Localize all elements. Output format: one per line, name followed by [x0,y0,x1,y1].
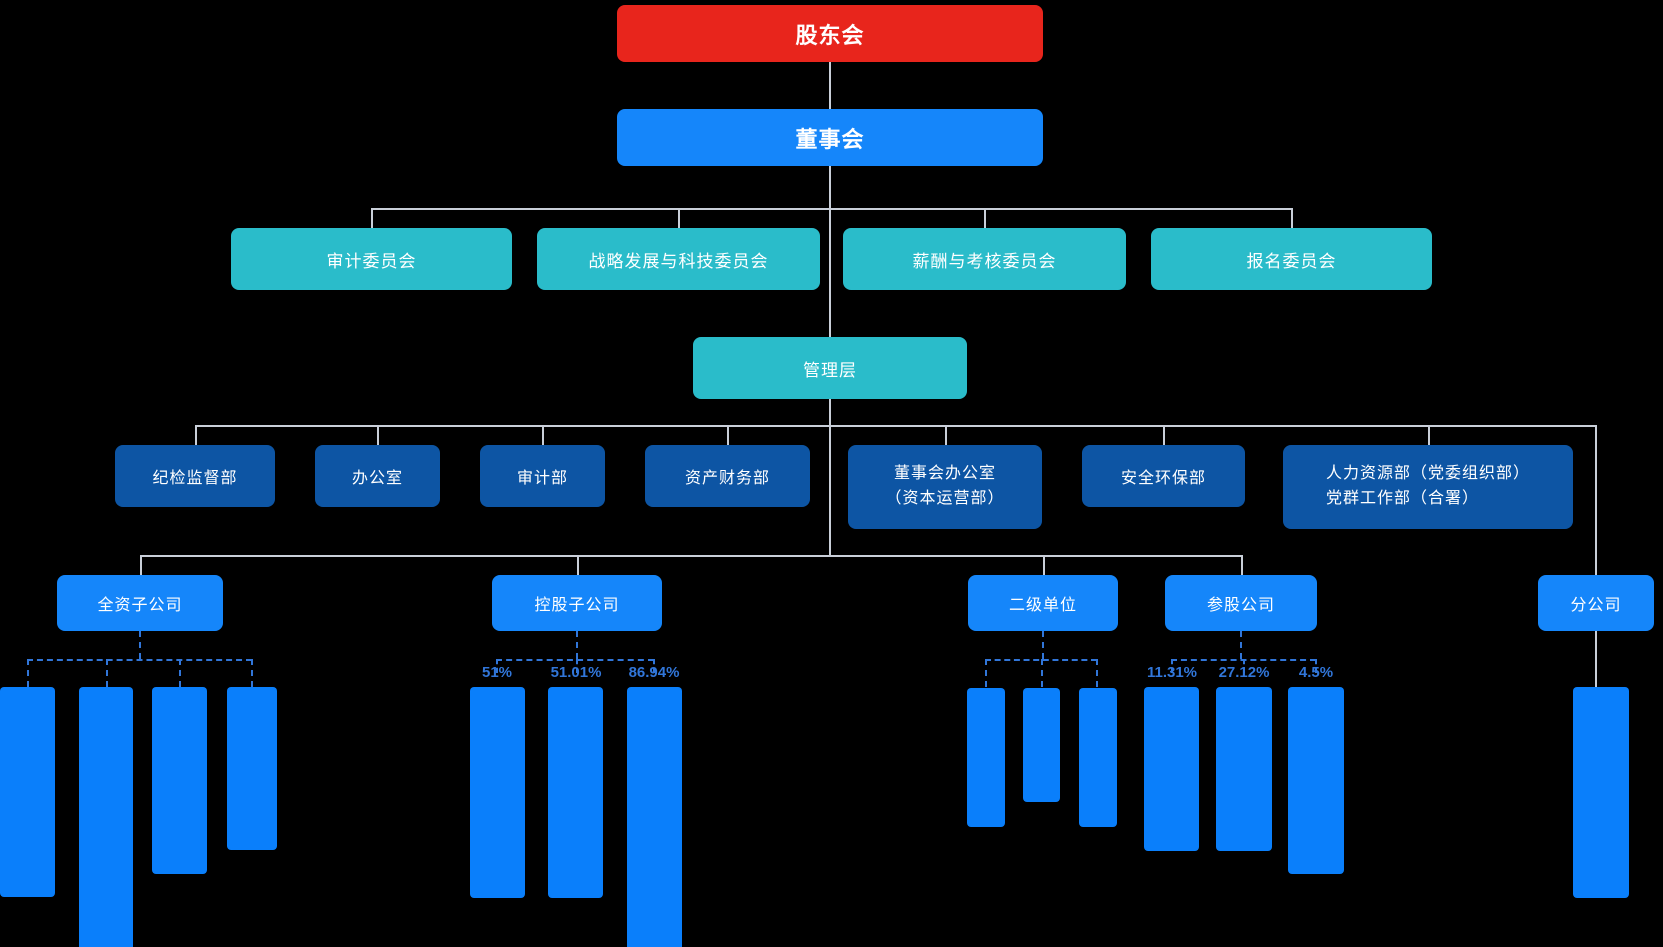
dashed-drop [179,659,181,687]
connector-shareholders-board [829,62,831,109]
ownership-label: 11.31% [1146,664,1198,681]
connector-management-subsidiaries [829,399,831,555]
connector-drop-wholly-owned [140,555,142,575]
node-committee-strategy: 战略发展与科技委员会 [537,228,820,290]
node-group-wholly-owned: 全资子公司 [57,575,223,631]
company-bar [1288,687,1344,874]
dashed-drop [1315,659,1317,673]
dashed-feeder-invested [1240,631,1242,659]
node-group-invested: 参股公司 [1165,575,1317,631]
company-bar [1079,688,1117,827]
connector-drop-committee-nomination [1291,208,1293,228]
node-dept-hr: 人力资源部（党委组织部） 党群工作部（合署） [1283,445,1573,529]
connector-drop-committee-compensation [984,208,986,228]
connector-drop-dept-hr [1428,425,1430,445]
dashed-drop [1096,659,1098,687]
dashed-drop [1171,659,1173,673]
company-bar [1573,687,1629,898]
dept-label-line2: 党群工作部（合署） [1325,490,1479,507]
connector-departments-rail [195,425,1595,427]
dashed-drop [1243,659,1245,673]
ownership-label: 51% [481,664,513,681]
dashed-feeder-second-level [1042,631,1044,659]
dept-label-line1: 人力资源部（党委组织部） [1325,465,1530,483]
connector-drop-dept-safety [1163,425,1165,445]
connector-drop-dept-audit [542,425,544,445]
connector-drop-invested [1241,555,1243,575]
dashed-feeder-wholly-owned [139,631,141,659]
connector-branch-bar [1595,631,1597,687]
dept-label-line2: （资本运营部） [885,490,1005,507]
node-shareholders: 股东会 [617,5,1043,62]
node-committee-nomination: 报名委员会 [1151,228,1432,290]
dashed-drop [1041,659,1043,687]
connector-drop-dept-office [377,425,379,445]
company-bar [1023,688,1060,802]
connector-branch-feeder [1595,425,1597,575]
node-dept-finance: 资产财务部 [645,445,810,507]
dept-label-line1: 董事会办公室 [893,465,996,483]
node-group-holding: 控股子公司 [492,575,662,631]
node-group-branch: 分公司 [1538,575,1654,631]
node-dept-office: 办公室 [315,445,440,507]
connector-drop-second-level [1043,555,1045,575]
node-management: 管理层 [693,337,967,399]
company-bar [548,687,603,898]
dashed-drop [576,659,578,673]
dashed-drop [496,659,498,673]
node-dept-safety: 安全环保部 [1082,445,1245,507]
dashed-drop [653,659,655,673]
node-dept-board-office: 董事会办公室 （资本运营部） [848,445,1042,529]
connector-drop-committee-strategy [678,208,680,228]
node-committee-audit: 审计委员会 [231,228,512,290]
company-bar [152,687,207,874]
dashed-rail-wholly-owned [27,659,252,661]
dashed-drop [27,659,29,687]
dashed-drop [985,659,987,687]
company-bar [1216,687,1272,851]
connector-drop-committee-audit [371,208,373,228]
node-group-second-level: 二级单位 [968,575,1118,631]
dashed-rail-holding [496,659,654,661]
company-bar [1144,687,1199,851]
ownership-label: 4.5% [1298,664,1334,681]
connector-drop-dept-board-office [945,425,947,445]
company-bar [470,687,525,898]
company-bar [0,687,55,897]
connector-drop-dept-discipline [195,425,197,445]
node-dept-audit: 审计部 [480,445,605,507]
ownership-label: 86.94% [628,664,680,681]
dashed-drop [251,659,253,687]
connector-drop-dept-finance [727,425,729,445]
company-bar [627,687,682,947]
connector-drop-holding [577,555,579,575]
ownership-label: 51.01% [550,664,602,681]
dashed-drop [106,659,108,687]
connector-subsidiaries-rail [140,555,1241,557]
ownership-label: 27.12% [1218,664,1270,681]
company-bar [967,688,1005,827]
node-committee-compensation: 薪酬与考核委员会 [843,228,1126,290]
company-bar [227,687,277,850]
connector-board-management [829,166,831,337]
node-board: 董事会 [617,109,1043,166]
company-bar [79,687,133,947]
connector-committees-rail [371,208,1292,210]
dashed-feeder-holding [576,631,578,659]
node-dept-discipline: 纪检监督部 [115,445,275,507]
